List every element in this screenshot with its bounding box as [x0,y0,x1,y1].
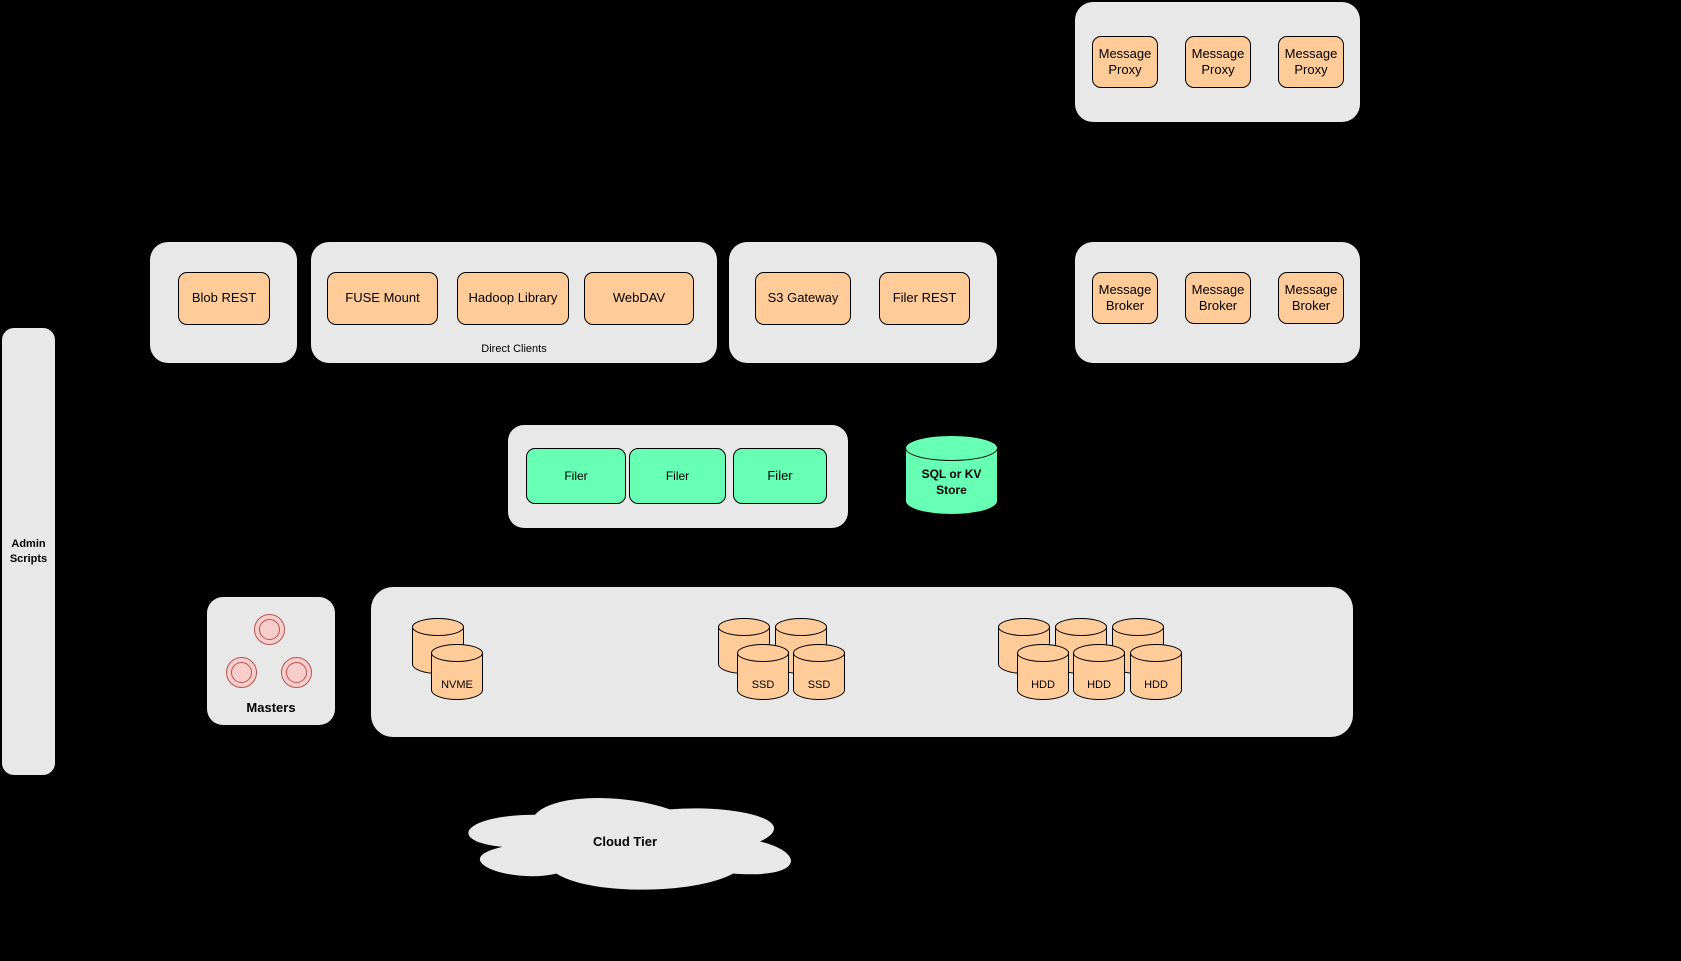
blob-rest-group: Blob REST [150,242,297,363]
admin-scripts-panel: Admin Scripts [2,328,55,775]
ssd-cylinder: SSD [737,644,789,700]
direct-clients-group: FUSE Mount Hadoop Library WebDAV Direct … [311,242,717,363]
cylinder-top [998,618,1050,636]
message-broker-node: Message Broker [1185,272,1251,324]
nvme-label: NVME [441,679,473,691]
fuse-mount-node: FUSE Mount [327,272,438,325]
message-proxy-node: Message Proxy [1278,36,1344,88]
sql-kv-store-cylinder: SQL or KV Store [905,435,998,515]
admin-scripts-label: Admin Scripts [9,538,48,565]
nvme-cylinder: NVME [431,644,483,700]
hdd-cylinder: HDD [1130,644,1182,700]
cylinder-top [1112,618,1164,636]
hdd-label: HDD [1144,679,1168,691]
cylinder-top [718,618,770,636]
filer-node: Filer [526,448,626,504]
filer-node: Filer [733,448,827,504]
ssd-label: SSD [807,679,831,691]
message-broker-node: Message Broker [1092,272,1158,324]
cloud-tier-shape: Cloud Tier [445,788,805,895]
cloud-icon [468,797,791,890]
gateway-group: S3 Gateway Filer REST [729,242,997,363]
s3-gateway-node: S3 Gateway [755,272,851,325]
blob-rest-node: Blob REST [178,272,270,325]
direct-clients-caption: Direct Clients [481,343,547,355]
message-broker-group: Message Broker Message Broker Message Br… [1075,242,1360,363]
webdav-node: WebDAV [584,272,694,325]
hdd-cylinder: HDD [1073,644,1125,700]
message-proxy-node: Message Proxy [1092,36,1158,88]
cylinder-top [905,435,998,461]
cylinder-top [775,618,827,636]
masters-caption: Masters [246,700,296,715]
cylinder-top [412,618,464,636]
cylinder-body [737,653,789,700]
cylinder-top [1073,644,1125,662]
cylinder-top [793,644,845,662]
hdd-cylinder: HDD [1017,644,1069,700]
hdd-label: HDD [1031,679,1055,691]
filer-rest-node: Filer REST [879,272,970,325]
cylinder-top [737,644,789,662]
sql-kv-store-label: SQL or KV Store [921,467,982,497]
cylinder-top [431,644,483,662]
hadoop-library-node: Hadoop Library [457,272,569,325]
cylinder-top [1130,644,1182,662]
volume-servers-group: NVME SSD SSD [371,587,1353,737]
message-proxy-node: Message Proxy [1185,36,1251,88]
filer-node: Filer [629,448,726,504]
hdd-label: HDD [1087,679,1111,691]
cylinder-top [1017,644,1069,662]
filer-group: Filer Filer Filer [508,425,848,528]
cloud-tier-label: Cloud Tier [592,834,658,849]
ssd-cylinder: SSD [793,644,845,700]
cylinder-top [1055,618,1107,636]
master-circle [226,657,257,688]
message-proxy-group: Message Proxy Message Proxy Message Prox… [1075,2,1360,122]
masters-group: Masters [207,597,335,725]
master-circle [281,657,312,688]
message-broker-node: Message Broker [1278,272,1344,324]
master-circle [254,614,285,645]
ssd-label: SSD [751,679,775,691]
